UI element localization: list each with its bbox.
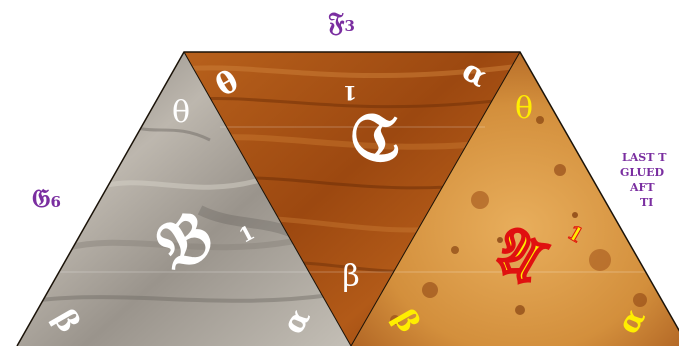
edge-index: 6 [51,193,61,211]
corner-label-beta: β [342,259,359,294]
corner-label-theta: θ [515,91,533,126]
note-line: LAST T [622,150,679,165]
edge-label-top: 𝔉3 [328,10,355,36]
edge-index: 3 [344,17,354,35]
corner-label-theta: θ [172,95,190,130]
note-line: GLUED [620,165,679,180]
fraktur-glyph: 𝔇 [350,98,400,178]
note-line: TI [640,195,679,210]
edge-letter: 𝔊 [32,184,51,214]
edge-letter: 𝔉 [328,8,344,38]
edge-label-left: 𝔊6 [32,186,61,212]
note-line: AFT [630,180,679,195]
assembly-note: LAST T GLUED AFT TI [622,150,679,210]
glyph-index: 1 [343,81,357,105]
